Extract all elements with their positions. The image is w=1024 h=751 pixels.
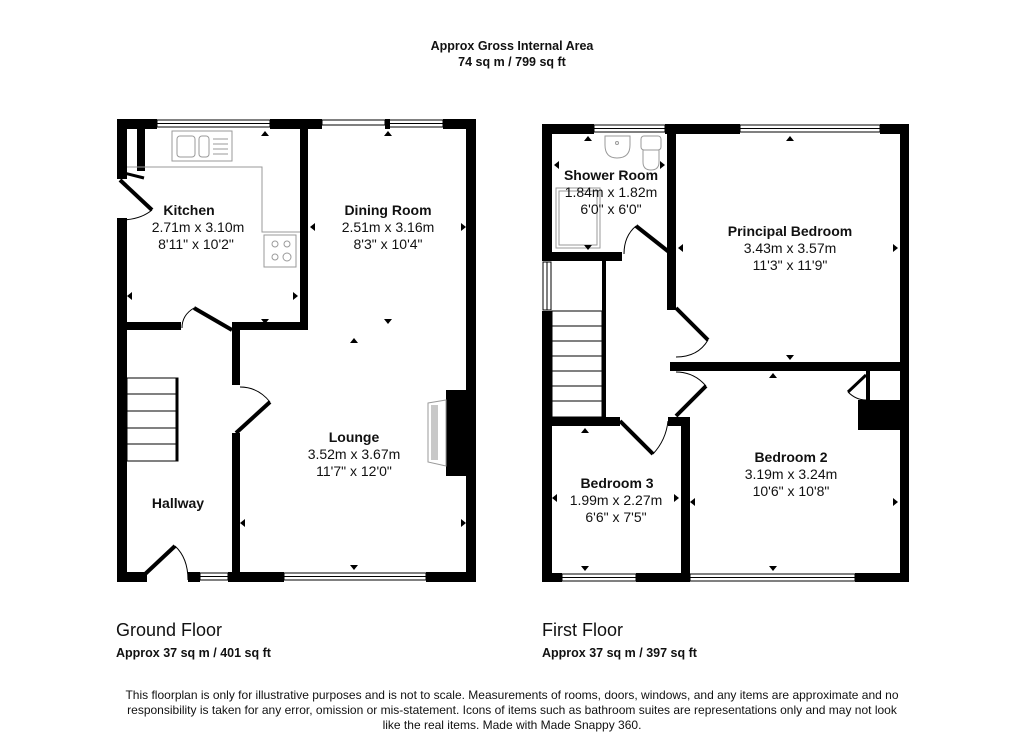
first-floor-title: First Floor [542, 620, 623, 640]
room-bedroom3-metric: 1.99m x 2.27m [570, 492, 663, 508]
room-lounge-name: Lounge [329, 429, 380, 445]
room-kitchen-name: Kitchen [163, 202, 214, 218]
room-principal-imperial: 11'3" x 11'9" [753, 257, 828, 273]
room-bedroom2-name: Bedroom 2 [754, 449, 827, 465]
kitchen-fixtures [127, 130, 300, 268]
ground-floor-plan: Kitchen 2.71m x 3.10m 8'11" x 10'2" Dini… [117, 119, 476, 582]
room-lounge-imperial: 11'7" x 12'0" [316, 463, 392, 479]
first-floor-doors [618, 224, 868, 456]
room-bedroom2-metric: 3.19m x 3.24m [745, 466, 838, 482]
ground-floor-doors [118, 171, 272, 581]
first-floor-stairs [551, 310, 603, 418]
room-bedroom3-imperial: 6'6" x 7'5" [585, 509, 646, 525]
ground-floor-title: Ground Floor [116, 620, 223, 640]
room-shower-metric: 1.84m x 1.82m [565, 184, 658, 200]
room-hallway-name: Hallway [152, 495, 204, 511]
room-bedroom3-name: Bedroom 3 [580, 475, 653, 491]
gia-total: 74 sq m / 799 sq ft [458, 55, 566, 69]
room-shower-name: Shower Room [564, 167, 658, 183]
room-kitchen-metric: 2.71m x 3.10m [152, 219, 245, 235]
room-lounge-metric: 3.52m x 3.67m [308, 446, 401, 462]
room-dining-name: Dining Room [344, 202, 431, 218]
ground-floor-area: Approx 37 sq m / 401 sq ft [116, 646, 271, 660]
room-principal-metric: 3.43m x 3.57m [744, 240, 837, 256]
gia-title: Approx Gross Internal Area [430, 39, 594, 53]
room-principal-name: Principal Bedroom [728, 223, 852, 239]
ground-floor-windows [156, 119, 444, 581]
ground-floor-stairs [126, 377, 179, 462]
first-floor-area: Approx 37 sq m / 397 sq ft [542, 646, 697, 660]
room-shower-imperial: 6'0" x 6'0" [580, 201, 641, 217]
room-dining-metric: 2.51m x 3.16m [342, 219, 435, 235]
room-dining-imperial: 8'3" x 10'4" [354, 236, 423, 252]
fireplace [427, 399, 447, 467]
first-floor-walls [542, 124, 909, 582]
disclaimer-text: This floorplan is only for illustrative … [125, 688, 899, 732]
ground-floor-walls [117, 119, 476, 582]
room-bedroom2-imperial: 10'6" x 10'8" [753, 483, 830, 499]
room-kitchen-imperial: 8'11" x 10'2" [158, 236, 234, 252]
ground-floor-measure-arrows [127, 131, 466, 570]
first-floor-plan: Shower Room 1.84m x 1.82m 6'0" x 6'0" Pr… [542, 124, 909, 582]
gross-internal-area-header: Approx Gross Internal Area 74 sq m / 799… [0, 38, 1024, 70]
first-floor-measure-arrows [552, 136, 898, 571]
first-floor-windows [542, 124, 881, 582]
shower-room-fixtures [555, 135, 662, 249]
